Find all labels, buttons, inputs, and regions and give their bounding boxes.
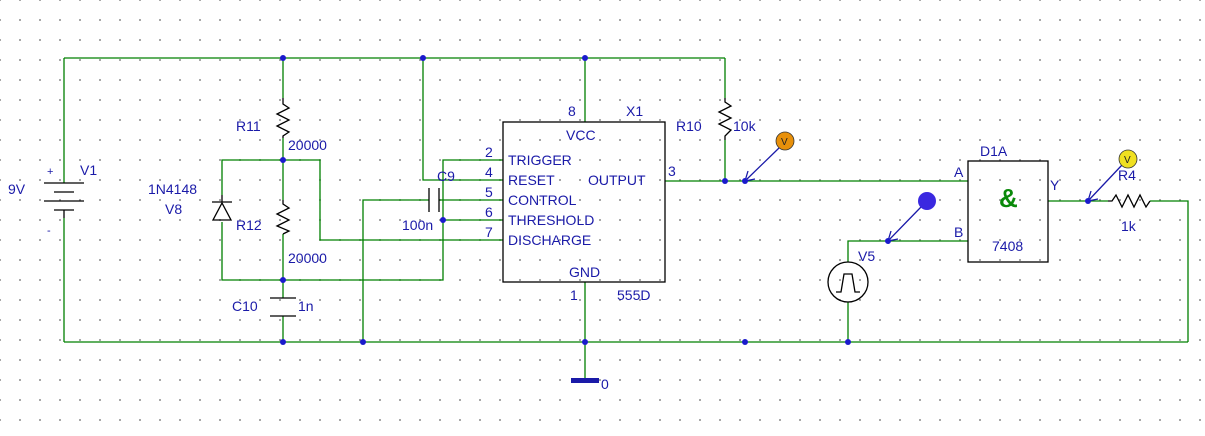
r4-value: 1k (1121, 218, 1137, 234)
x1-ref: X1 (626, 103, 643, 119)
v8-model: 1N4148 (148, 181, 197, 197)
d1a-out: Y (1050, 177, 1060, 193)
x1-model: 555D (617, 287, 650, 303)
and-gate-d1a[interactable]: D1A & 7408 A B Y (954, 143, 1060, 263)
probe-output-label: V (781, 137, 788, 148)
r12-value: 20000 (288, 250, 327, 266)
resistor-r12[interactable]: R12 20000 (236, 200, 327, 266)
r10-ref: R10 (676, 118, 702, 134)
wires (63, 57, 1189, 380)
probe-r4-label: V (1124, 155, 1131, 166)
x1-pin-6-name: THRESHOLD (508, 212, 594, 228)
x1-pin-6-num: 6 (485, 204, 493, 220)
c9-value: 100n (402, 217, 433, 233)
pulse-source-v5[interactable]: V5 (827, 248, 875, 303)
d1a-in-b: B (954, 224, 963, 240)
c10-value: 1n (298, 298, 314, 314)
r11-value: 20000 (288, 137, 327, 153)
d1a-symbol: & (999, 183, 1018, 213)
d1a-in-a: A (954, 164, 964, 180)
resistor-r10[interactable]: R10 10k (676, 98, 757, 140)
v8-ref: V8 (165, 201, 182, 217)
r12-ref: R12 (236, 217, 262, 233)
x1-pin-2-num: 2 (485, 144, 493, 160)
x1-pin-5-num: 5 (485, 184, 493, 200)
c10-ref: C10 (232, 298, 258, 314)
r4-ref: R4 (1118, 167, 1136, 183)
x1-pin-4-name: RESET (508, 172, 555, 188)
junctions (280, 55, 1091, 345)
x1-pin-2-name: TRIGGER (508, 152, 572, 168)
v5-ref: V5 (858, 248, 875, 264)
x1-vcc: VCC (566, 127, 596, 143)
x1-pin-out: 3 (668, 163, 676, 179)
x1-pin-5-name: CONTROL (508, 192, 577, 208)
x1-pin-4-num: 4 (485, 164, 493, 180)
diode-v8[interactable]: 1N4148 V8 (148, 181, 233, 221)
ground-label: 0 (601, 376, 609, 392)
ground-symbol: 0 (571, 376, 609, 392)
probe-v5[interactable] (887, 192, 936, 242)
r11-ref: R11 (236, 118, 261, 134)
resistor-r4[interactable]: R4 1k (1108, 167, 1151, 234)
d1a-model: 7408 (992, 238, 1023, 254)
x1-output: OUTPUT (588, 172, 646, 188)
d1a-ref: D1A (980, 143, 1008, 159)
x1-pin-gnd: 1 (570, 287, 578, 303)
battery-v1[interactable]: V1 9V + - (8, 162, 97, 237)
v1-ref: V1 (80, 162, 97, 178)
capacitor-c9[interactable]: C9 100n (402, 168, 455, 233)
v1-minus: - (47, 225, 51, 237)
v1-plus: + (47, 166, 53, 178)
capacitor-c10[interactable]: C10 1n (232, 297, 314, 317)
timer-x1[interactable]: X1 555D VCC GND OUTPUT 8 1 3 2 TRIGGER 4… (485, 103, 676, 303)
c9-ref: C9 (437, 168, 455, 184)
x1-gnd: GND (569, 264, 600, 280)
v1-value: 9V (8, 181, 26, 197)
x1-pin-vcc: 8 (568, 103, 576, 119)
r10-value: 10k (733, 118, 757, 134)
resistor-r11[interactable]: R11 20000 (236, 98, 327, 153)
probe-output[interactable]: V (744, 131, 795, 182)
x1-pin-7-name: DISCHARGE (508, 232, 591, 248)
x1-pin-7-num: 7 (485, 224, 493, 240)
